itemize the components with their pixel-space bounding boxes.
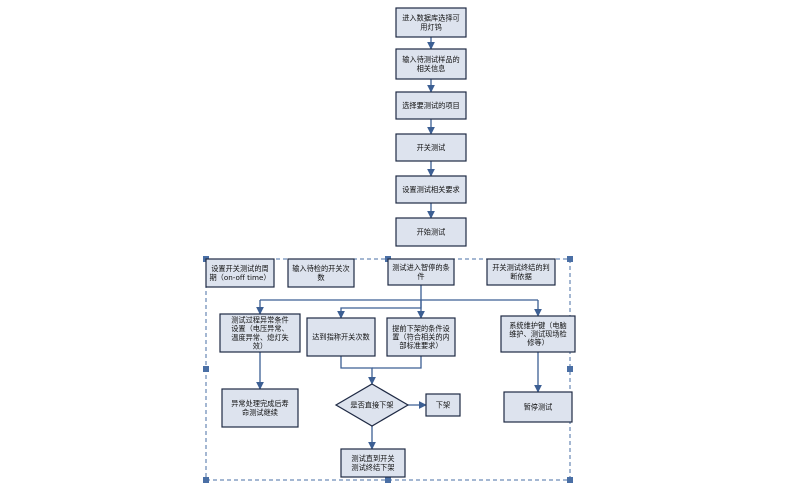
node-label: 暂停测试 [524,403,553,412]
process-box[interactable] [205,258,275,288]
process-box[interactable] [395,175,467,204]
process-box[interactable] [500,315,576,353]
resize-handle[interactable] [203,366,209,372]
flowchart-node[interactable]: 下架 [425,393,461,417]
node-label: 测试直到开关 [351,454,394,463]
node-label: 置（符合相关的内 [392,333,450,342]
process-box[interactable] [425,393,461,417]
edge-n13-diamond [372,356,422,369]
node-label: 维护、测试现场检 [509,330,567,339]
process-box[interactable] [395,48,467,80]
process-box[interactable] [395,7,467,38]
node-label: 达到指称开关次数 [312,333,370,342]
resize-handle[interactable] [567,366,573,372]
flowchart-node[interactable]: 选择要测试的项目 [395,91,467,120]
flowchart-node[interactable]: 设置测试相关要求 [395,175,467,204]
node-label: 测试终结下架 [351,463,394,472]
process-box[interactable] [395,133,467,162]
flowchart-node[interactable]: 开关测试 [395,133,467,162]
flowchart-node[interactable]: 是否直接下架 [334,383,410,427]
decision-diamond[interactable] [334,383,410,427]
node-label: 提前下架的条件设 [392,324,450,333]
node-label: 开关测试 [417,143,446,152]
process-box[interactable] [306,317,376,357]
node-label: 测试进入智停的条 [392,263,450,272]
process-box[interactable] [486,258,556,286]
node-label: 修等） [527,338,549,347]
node-label: 开始测试 [417,228,446,237]
edge-branch-n12 [337,300,422,319]
resize-handle[interactable] [385,477,391,483]
process-box[interactable] [287,258,355,288]
node-label: 用灯钨 [420,22,442,31]
process-box[interactable] [386,317,456,357]
edge-n12-diamond [340,356,376,385]
process-box[interactable] [395,217,467,247]
node-label: 断依据 [510,272,532,281]
process-box[interactable] [221,388,299,428]
node-label: 下架 [436,401,450,410]
flowchart-node[interactable]: 达到指称开关次数 [306,317,376,357]
node-label: 系统维护键（电脑 [509,321,567,330]
node-label: 部标准要求） [399,341,442,350]
node-label: 期（on-off time） [209,273,270,282]
process-box[interactable] [503,391,573,423]
node-label: 开关测试终结的判 [492,263,550,272]
node-label: 测试过程异常条件 [231,316,289,325]
node-label: 数 [317,273,324,282]
edges [256,37,542,450]
node-label: 温度异常、熄灯失 [231,333,289,342]
node-label: 是否直接下架 [350,401,393,410]
node-label: 件 [417,272,424,281]
flowchart-node[interactable]: 开始测试 [395,217,467,247]
node-label: 效） [253,341,267,350]
node-label: 选择要测试的项目 [402,101,460,110]
node-label: 输入待检的开关次 [292,264,350,273]
node-label: 设置开关测试的周 [211,264,269,273]
process-box[interactable] [395,91,467,120]
process-box[interactable] [219,313,301,353]
flowchart-node[interactable]: 暂停测试 [503,391,573,423]
node-label: 输入待测试样品的 [402,55,460,64]
node-label: 设置（电压异常、 [231,324,289,333]
node-label: 异常处理完成后寿 [231,399,289,408]
nodes: 进入数据库选择可用灯钨输入待测试样品的相关信息选择要测试的项目开关测试设置测试相… [205,7,576,478]
process-box[interactable] [387,258,455,286]
node-label: 命测试继续 [242,408,278,417]
node-label: 相关信息 [417,64,446,73]
node-label: 设置测试相关要求 [402,185,460,194]
resize-handle[interactable] [203,477,209,483]
node-label: 进入数据库选择可 [402,14,460,23]
process-box[interactable] [340,448,406,478]
resize-handle[interactable] [567,477,573,483]
resize-handle[interactable] [567,256,573,262]
